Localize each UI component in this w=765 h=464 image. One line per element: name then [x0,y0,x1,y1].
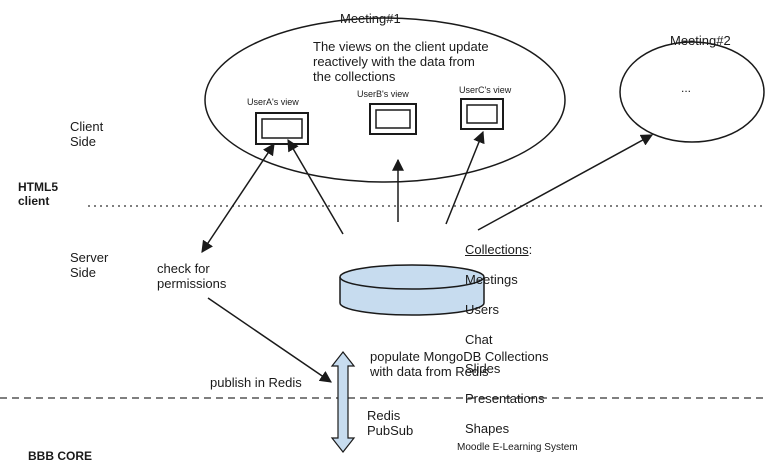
arrow-to-usera-view [287,138,344,235]
html5-client-label: HTML5 client [18,180,58,208]
usera-view-label: UserA's view [247,97,299,107]
client-side-label: Client Side [70,119,104,149]
meeting1-description: The views on the client update reactivel… [313,39,489,84]
meeting2-ellipse [619,41,765,143]
arrow-to-meeting2 [477,134,654,231]
collection-item: Slides [465,361,501,377]
userb-view-label: UserB's view [357,89,409,99]
mongodb-database-icon [339,264,485,316]
userb-view-screen [369,103,417,135]
meeting2-content: ... [681,81,692,95]
meeting1-ellipse [204,17,566,183]
populate-mongodb-label: populate MongoDB Collections with data f… [370,349,549,379]
arrow-usera-to-permissions [201,143,275,253]
publish-redis-label: publish in Redis [210,375,302,390]
meeting2-title: Meeting#2 [670,33,731,48]
collection-item: Users [465,301,499,317]
collection-item: Shapes [465,421,510,437]
check-permissions-label: check for permissions [157,261,227,291]
server-side-label: Server Side [70,250,109,280]
bbb-core-label: BBB CORE [28,449,93,463]
meeting1-title: Meeting#1 [340,11,401,26]
collection-item: Chat [465,331,493,347]
collection-item: Presentations [465,391,545,407]
arrow-to-userc-view [445,130,485,225]
moodle-label: Moodle E-Learning System [457,442,578,453]
collection-item: Meetings [465,271,518,287]
userc-view-screen [460,98,504,130]
collections-heading: Collections: [465,241,533,257]
collections-list: Collections: Meetings Users Chat Slides … [465,228,545,452]
arrow-permissions-to-redis [207,297,332,383]
userc-view-label: UserC's view [459,85,512,95]
redis-pubsub-double-arrow [330,351,356,453]
redis-pubsub-label: Redis PubSub [367,408,414,438]
usera-view-screen [255,112,309,145]
